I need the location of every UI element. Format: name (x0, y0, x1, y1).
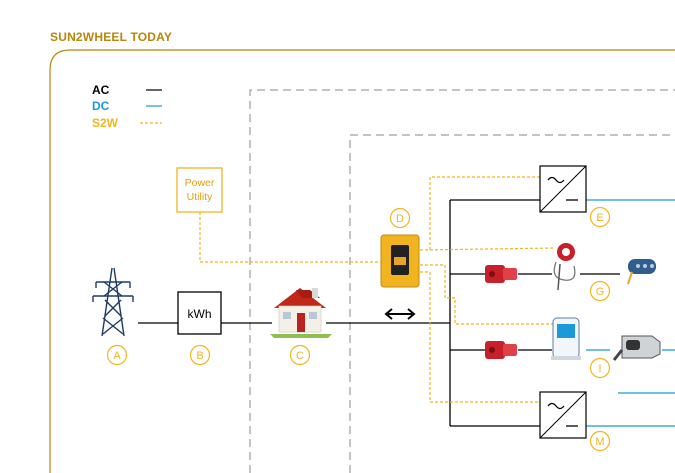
dashed-frame-outer (249, 89, 675, 473)
s2w-links (199, 176, 556, 403)
marker-m-circle (589, 430, 611, 452)
wallbox-charger-icon (553, 243, 576, 291)
ac-plug-icon (485, 265, 517, 283)
marker-d-circle (389, 207, 411, 229)
marker-e: E (596, 212, 603, 224)
s2w-d-to-m (420, 271, 540, 403)
kwh-meter-box (177, 291, 222, 335)
house-icon (270, 288, 332, 338)
ac-plug-icon-2 (485, 341, 517, 359)
s2w-d-to-g (419, 247, 556, 251)
marker-c: C (296, 350, 304, 362)
page-title: SUN2WHEEL TODAY (50, 30, 173, 44)
ccs-connector-icon (612, 335, 661, 361)
s2w-d-to-i (420, 264, 556, 325)
type2-connector-icon (627, 259, 656, 285)
marker-b-circle (189, 344, 211, 366)
marker-g: G (596, 286, 605, 298)
power-utility-line2: Utility (187, 191, 213, 203)
power-utility-line1: Power (185, 177, 215, 189)
legend-ac-label: AC (92, 83, 110, 97)
marker-m: M (595, 436, 604, 448)
s2w-d-to-e (429, 176, 540, 250)
marker-a: A (113, 350, 121, 362)
marker-i: I (598, 363, 601, 375)
dc-charger-icon (551, 317, 581, 360)
marker-b: B (196, 350, 203, 362)
legend-s2w-label: S2W (92, 116, 119, 130)
legend: AC DC S2W (92, 83, 162, 130)
inverter-m-icon (539, 391, 587, 439)
kwh-meter-label: kWh (188, 307, 212, 321)
marker-a-circle (106, 344, 128, 366)
outer-frame (49, 49, 675, 473)
s2w-controller-icon (380, 234, 420, 288)
bidirectional-arrow-icon (384, 308, 416, 320)
marker-e-circle (589, 206, 611, 228)
marker-d: D (396, 213, 404, 225)
power-utility-box (176, 167, 223, 213)
transmission-tower-icon (92, 267, 134, 337)
s2w-utility-to-d (199, 212, 383, 263)
marker-g-circle (589, 280, 611, 302)
marker-i-circle (589, 357, 611, 379)
legend-dc-label: DC (92, 99, 110, 113)
dashed-frame-inner (349, 134, 675, 473)
inverter-e-icon (539, 165, 587, 213)
markers (106, 206, 611, 452)
marker-c-circle (289, 344, 311, 366)
